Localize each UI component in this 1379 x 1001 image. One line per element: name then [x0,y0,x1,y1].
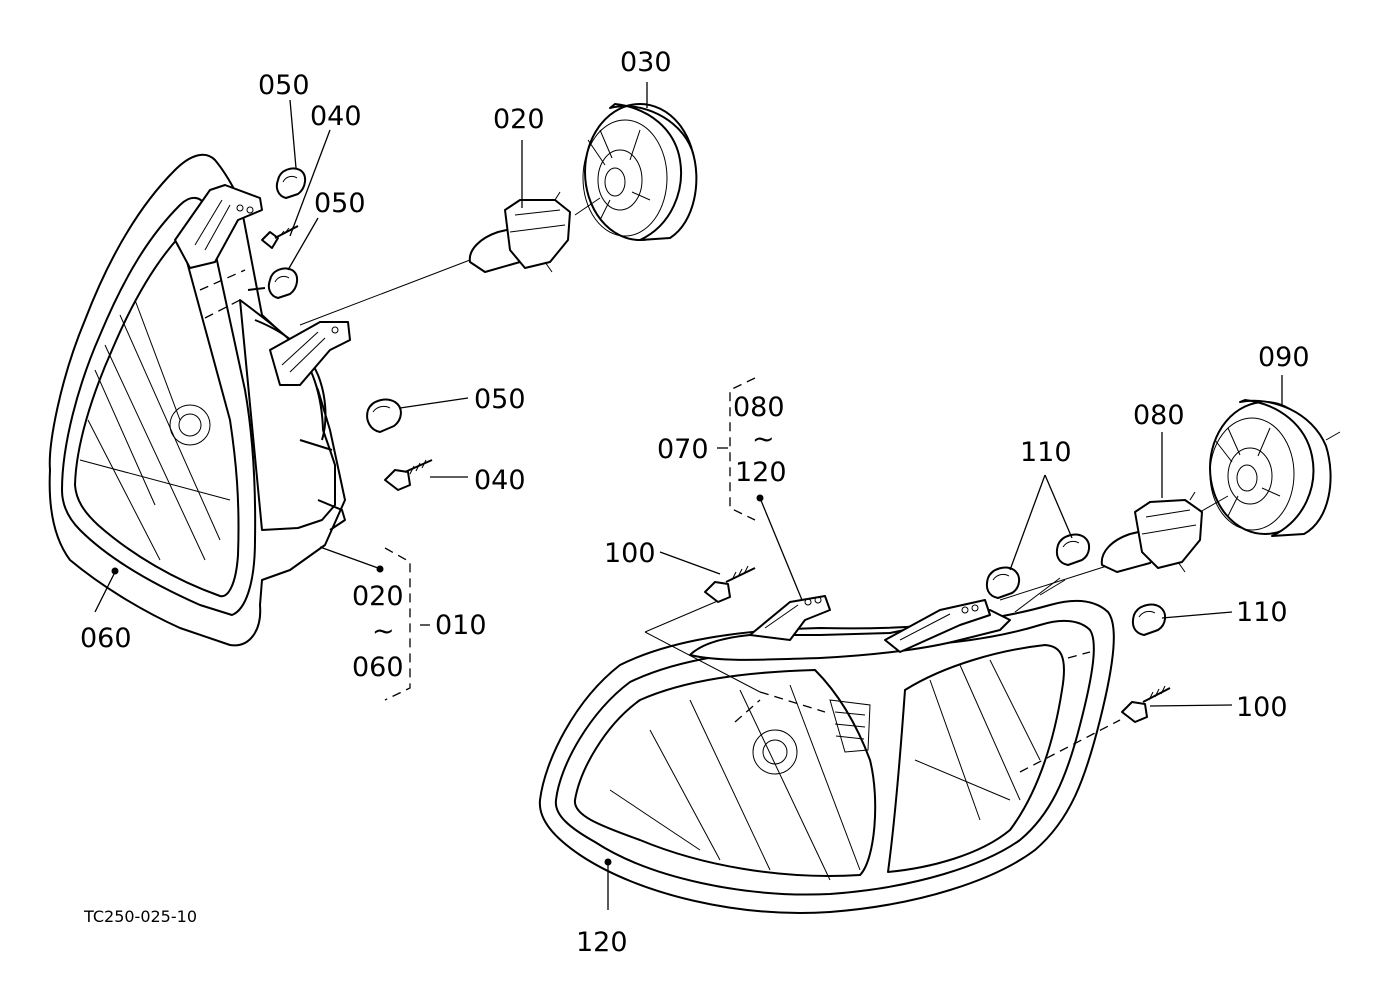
callout-020-bulb: 020 [493,104,545,135]
cover-030 [574,103,698,241]
cover-090 [1199,399,1341,537]
callout-range-tilde-right: ~ [752,424,775,455]
screw-040-lower [384,459,433,491]
callout-080-range-start: 080 [733,392,785,423]
screw-100-right [1121,685,1171,723]
callout-070: 070 [657,434,709,465]
callout-060-range-end: 060 [352,652,404,683]
range-brackets [384,377,756,701]
callout-range-tilde-left: ~ [372,616,395,647]
callout-050-lower: 050 [474,384,526,415]
clip-050-middle [247,267,298,299]
callout-020-range-start: 020 [352,581,404,612]
callout-110-right: 110 [1236,597,1288,628]
callout-010: 010 [435,610,487,641]
screw-040-upper [261,225,299,249]
callout-050-middle: 050 [314,188,366,219]
callout-090: 090 [1258,342,1310,373]
left-fasteners [247,167,433,491]
callout-110-upper: 110 [1020,437,1072,468]
clip-110-upper [1055,533,1090,566]
clip-050-upper [275,167,306,199]
callout-120-range-end: 120 [735,457,787,488]
callout-040-lower: 040 [474,465,526,496]
clip-110-right [1131,603,1166,636]
bulb-020 [468,191,571,273]
callout-100-upper: 100 [604,538,656,569]
clip-110-mid [985,566,1020,599]
diagram-code: TC250-025-10 [83,907,197,926]
callout-060: 060 [80,623,132,654]
callout-labels: 050 040 050 020 030 050 040 020 ~ 060 01… [80,47,1310,958]
callout-050-upper: 050 [258,70,310,101]
left-headlamp-assembly [48,153,471,647]
callout-030: 030 [620,47,672,78]
bulb-080 [1100,491,1203,573]
callout-040-upper: 040 [310,101,362,132]
right-headlamp-assembly [538,564,1121,914]
clip-050-lower [366,398,402,433]
screw-100-upper [704,565,756,603]
callout-120: 120 [576,927,628,958]
callout-080-bulb: 080 [1133,400,1185,431]
callout-100-right: 100 [1236,692,1288,723]
leader-lines [94,82,1283,910]
